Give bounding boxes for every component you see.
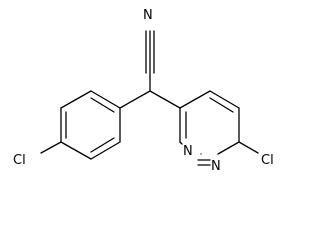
bond-ch-to-pyridazine bbox=[149, 90, 181, 109]
structure-drawing: N Cl N N Cl bbox=[13, 8, 274, 174]
bond-c-cl-right bbox=[238, 141, 259, 154]
cl-right-label: Cl bbox=[261, 153, 274, 168]
cl-left-label: Cl bbox=[13, 153, 26, 168]
chlorophenyl-ring bbox=[60, 90, 121, 160]
bond-ch-to-phenyl bbox=[119, 90, 151, 109]
nitrile-n-label: N bbox=[143, 8, 153, 23]
chloropyridazine-ring bbox=[179, 90, 240, 166]
ring-n2-label: N bbox=[211, 159, 221, 174]
bond-c-cl-left bbox=[40, 141, 62, 154]
ring-n1-label: N bbox=[183, 144, 193, 159]
nitrile-triple-bond bbox=[145, 30, 155, 78]
molecule-svg: N Cl N N Cl bbox=[13, 8, 274, 174]
